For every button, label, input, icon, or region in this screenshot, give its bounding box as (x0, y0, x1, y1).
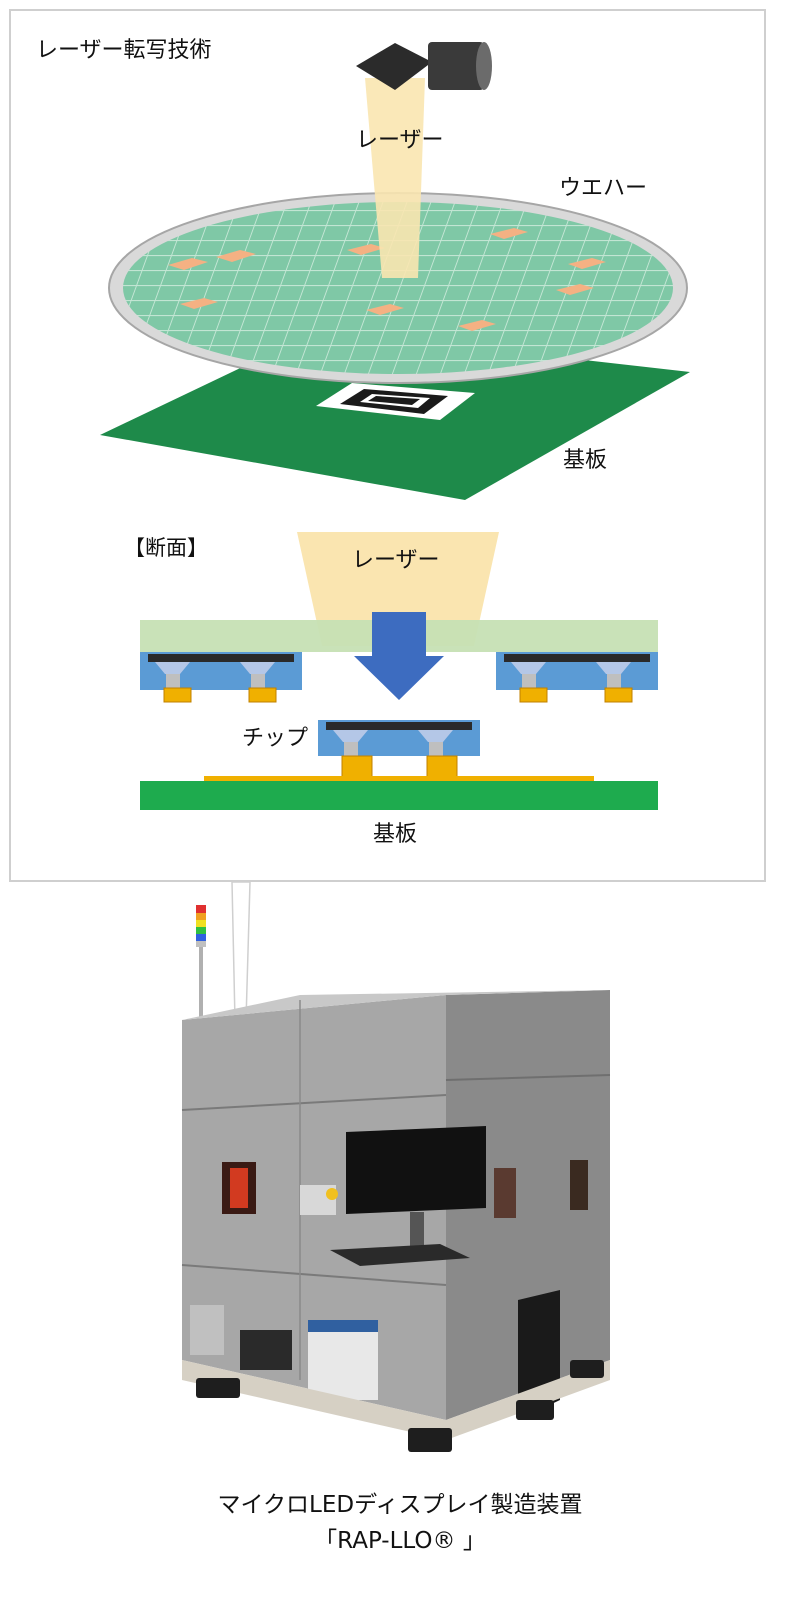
transferred-chip (318, 720, 480, 779)
chip-group-right (496, 652, 658, 703)
substrate-pads (204, 776, 594, 781)
signal-tower-icon (196, 905, 206, 1017)
caption-line-2: 「RAP-LLO® 」 (314, 1527, 486, 1554)
machine-caption: マイクロLEDディスプレイ製造装置 「RAP-LLO® 」 (0, 1488, 800, 1559)
laser-beam-top (365, 78, 425, 278)
substrate-chip (316, 383, 475, 420)
transfer-arrow (354, 612, 444, 700)
laser-head-icon (356, 42, 492, 90)
chip-label: チップ (242, 726, 309, 751)
laser-beam-section (297, 532, 499, 646)
caption-line-1: マイクロLEDディスプレイ製造装置 (217, 1492, 583, 1518)
wafer-label: ウエハー (559, 176, 648, 201)
diagram-title: レーザー転写技術 (36, 38, 212, 63)
highlight-chips (168, 228, 606, 331)
chip-group-left (140, 652, 302, 703)
substrate-label-top: 基板 (563, 448, 608, 473)
laser-label-section: レーザー (352, 548, 440, 573)
substrate-label-section: 基板 (373, 822, 418, 847)
laser-label-top: レーザー (356, 128, 444, 153)
wafer (108, 192, 688, 384)
substrate-board (100, 330, 690, 500)
machine-photo (181, 905, 611, 1452)
cross-section-label: 【断面】 (124, 536, 208, 560)
substrate-section (140, 781, 658, 810)
